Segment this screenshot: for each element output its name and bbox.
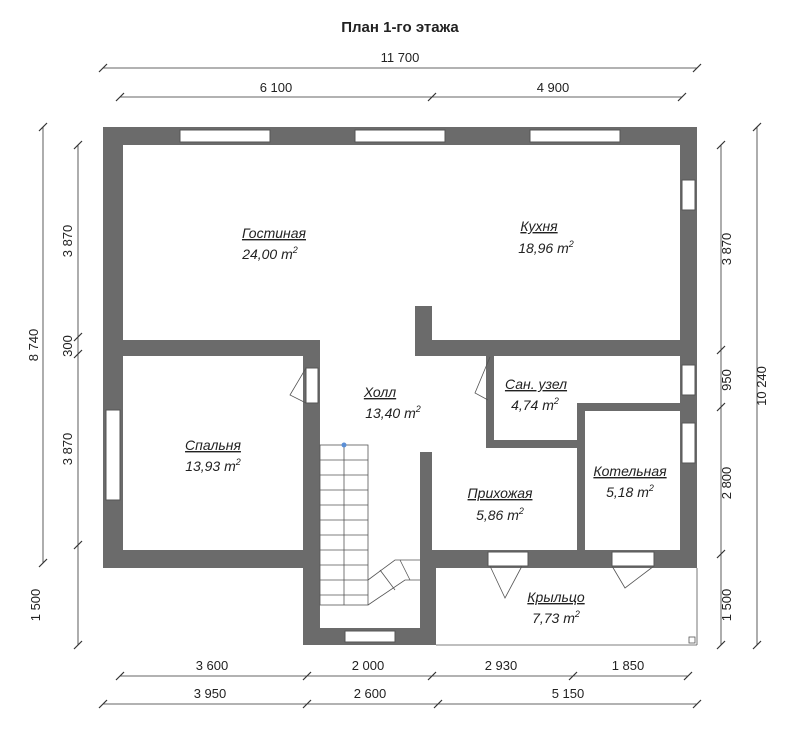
walls — [103, 127, 697, 645]
dim-left-mid: 300 — [60, 335, 75, 357]
dim-bottom-inner-1: 3 600 — [196, 658, 229, 673]
room-bedroom-area: 13,93 m2 — [185, 457, 241, 474]
dim-bottom-outer-3: 5 150 — [552, 686, 585, 701]
window-stair — [344, 630, 396, 643]
window-bedroom — [105, 409, 121, 501]
dim-bottom-inner-3: 2 930 — [485, 658, 518, 673]
room-labels: Гостиная 24,00 m2 Кухня 18,96 m2 Холл 13… — [185, 218, 667, 626]
window-bathroom — [681, 364, 696, 396]
dim-bottom-outer-2: 2 600 — [354, 686, 387, 701]
dim-top-overall: 11 700 — [381, 50, 420, 65]
room-entry-name: Прихожая — [468, 485, 533, 501]
porch-outline — [436, 568, 698, 646]
door-bedroom — [305, 367, 319, 404]
room-bathroom-name: Сан. узел — [505, 376, 567, 392]
room-porch-name: Крыльцо — [527, 589, 585, 605]
dim-left-top: 3 870 — [60, 225, 75, 258]
room-bedroom-name: Спальня — [185, 437, 241, 453]
window-kitchen — [529, 129, 621, 143]
door-entry — [487, 551, 529, 567]
window-kitchen-side — [681, 179, 696, 211]
room-entry-area: 5,86 m2 — [476, 506, 524, 523]
windows — [105, 129, 696, 643]
dim-left-overall: 8 740 — [26, 329, 41, 362]
plan-title: План 1-го этажа — [341, 19, 459, 36]
room-kitchen-area: 18,96 m2 — [518, 239, 574, 256]
window-boiler — [681, 422, 696, 464]
door-swings — [289, 356, 655, 599]
room-porch-area: 7,73 m2 — [532, 609, 580, 626]
staircase — [319, 442, 420, 606]
dim-right-bottom: 2 800 — [719, 467, 734, 500]
dim-bottom-outer-1: 3 950 — [194, 686, 227, 701]
door-boiler — [611, 551, 655, 567]
dim-top-right: 4 900 — [537, 80, 570, 95]
room-boiler-area: 5,18 m2 — [606, 483, 654, 500]
room-boiler-name: Котельная — [593, 463, 667, 479]
room-hall-area: 13,40 m2 — [365, 404, 421, 421]
dim-bottom-inner-4: 1 850 — [612, 658, 645, 673]
dim-right-porch: 1 500 — [719, 589, 734, 622]
room-living-name: Гостиная — [242, 225, 307, 241]
room-bathroom-area: 4,74 m2 — [511, 396, 559, 413]
room-living-area: 24,00 m2 — [241, 245, 298, 262]
room-kitchen-name: Кухня — [520, 218, 558, 234]
room-hall-name: Холл — [363, 384, 396, 400]
window-living-2 — [354, 129, 446, 143]
dim-right-overall: 10 240 — [754, 366, 769, 406]
dim-left-bottom: 3 870 — [60, 433, 75, 466]
dimension-lines: 11 700 6 100 4 900 8 740 3 870 300 3 870… — [26, 50, 769, 709]
window-living-1 — [179, 129, 271, 143]
dim-left-porch: 1 500 — [28, 589, 43, 622]
dim-bottom-inner-2: 2 000 — [352, 658, 385, 673]
dim-top-left: 6 100 — [260, 80, 293, 95]
dim-right-top: 3 870 — [719, 233, 734, 266]
dim-right-mid: 950 — [719, 369, 734, 391]
